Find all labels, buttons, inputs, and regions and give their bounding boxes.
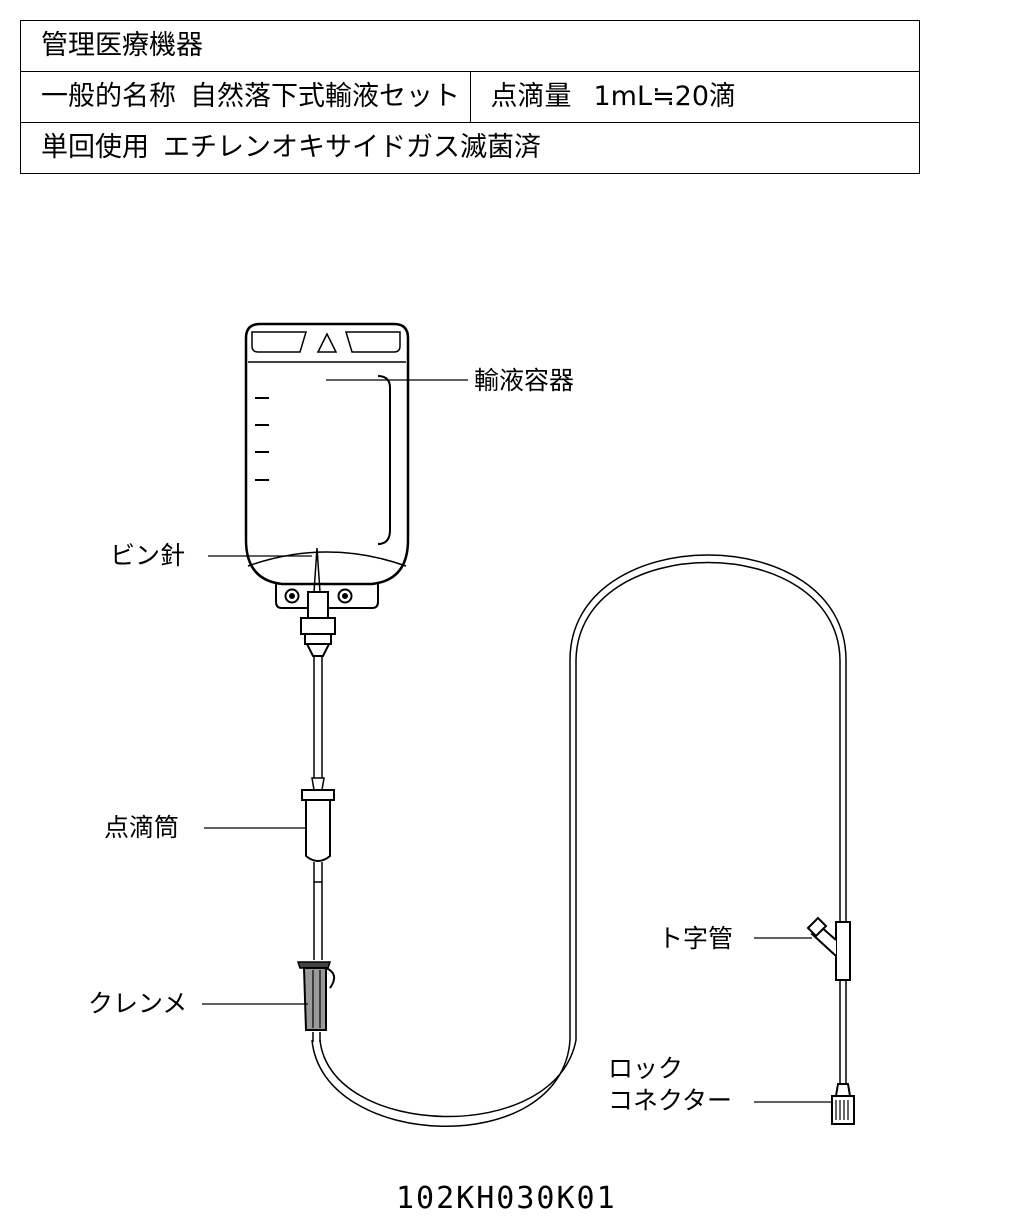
product-info-table: 管理医療機器 一般的名称自然落下式輸液セット 点滴量 1mL≒20滴 単回使用エチ… [20,20,920,174]
lock-connector [831,1083,855,1125]
generic-name-label: 一般的名称 [41,81,176,112]
table-row: 管理医療機器 [20,20,920,72]
single-use-label: 単回使用 [41,132,149,163]
t-tube-connector [806,916,851,1084]
device-category-cell: 管理医療機器 [20,20,920,72]
drip-chamber [301,789,335,883]
generic-name-cell: 一般的名称自然落下式輸液セット [20,71,471,123]
table-row: 一般的名称自然落下式輸液セット 点滴量 1mL≒20滴 [20,71,920,123]
sterilization-method: エチレンオキサイドガス滅菌済 [163,132,541,163]
drip-rate-label: 点滴量 [490,81,572,112]
label-spike-needle: ビン針 [110,541,186,570]
infusion-tubing [311,554,847,1127]
lower-tube [312,882,323,1042]
generic-name-value: 自然落下式輸液セット [190,81,460,112]
label-drip-chamber: 点滴筒 [104,813,180,842]
spike-needle [300,547,336,657]
roller-clamp [296,961,336,1031]
label-t-tube: ト字管 [658,924,734,953]
drip-rate-value: 1mL≒20滴 [593,81,737,112]
upper-tube [311,656,325,791]
leader-lines [202,379,832,1103]
label-lock-connector-line1: ロック [608,1054,684,1083]
sterilization-cell: 単回使用エチレンオキサイドガス滅菌済 [20,122,920,174]
product-code: 102KH030K01 [396,1181,617,1216]
table-row: 単回使用エチレンオキサイドガス滅菌済 [20,122,920,174]
infusion-container [244,322,410,609]
label-infusion-container: 輸液容器 [474,366,575,395]
device-category: 管理医療機器 [41,30,203,61]
label-lock-connector-line2: コネクター [608,1086,733,1115]
drip-rate-cell: 点滴量 1mL≒20滴 [469,71,920,123]
label-roller-clamp: クレンメ [88,989,188,1018]
